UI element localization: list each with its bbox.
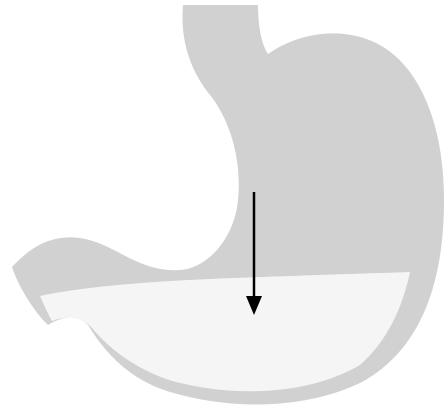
stomach-svg bbox=[0, 0, 448, 408]
stomach-diagram bbox=[0, 0, 448, 408]
